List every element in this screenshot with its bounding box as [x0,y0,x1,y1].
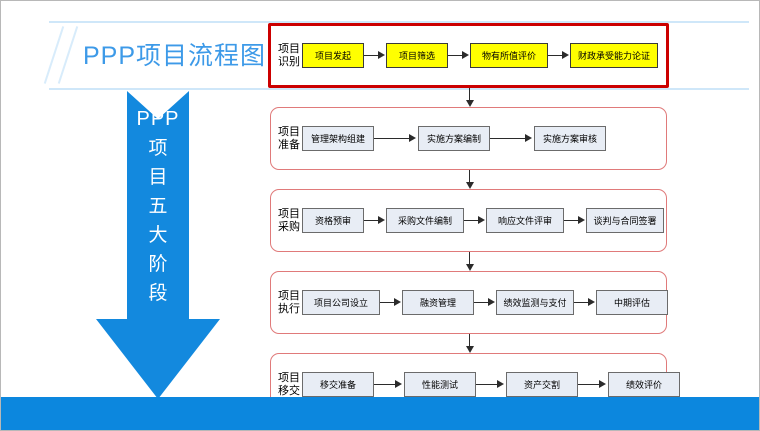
stage-label: 项目执行 [278,289,300,315]
stage-steps: 项目公司设立 融资管理 绩效监测与支付 中期评估 [302,290,674,315]
step-box[interactable]: 实施方案审核 [534,126,606,151]
stage-row-project-identification[interactable]: 项目识别 项目发起 项目筛选 物有所值评价 财政承受能力论证 [268,23,669,88]
step-box[interactable]: 项目筛选 [386,43,448,68]
step-box[interactable]: 响应文件评审 [486,208,564,233]
step-box[interactable]: 管理架构组建 [302,126,374,151]
step-arrow-icon [564,216,586,226]
step-arrow-icon [578,380,608,390]
step-box[interactable]: 中期评估 [596,290,668,315]
stage-connector-arrow-icon [465,170,475,189]
step-arrow-icon [574,298,596,308]
step-box[interactable]: 绩效评价 [608,372,680,397]
footer-band [1,397,759,430]
step-arrow-icon [364,216,386,226]
stage-label: 项目识别 [278,42,300,68]
stage-row-project-execution[interactable]: 项目执行 项目公司设立 融资管理 绩效监测与支付 中期评估 [270,271,668,334]
header-rule-bottom [49,88,749,90]
step-arrow-icon [374,134,418,144]
step-arrow-icon [380,298,402,308]
stage-connector-arrow-icon [465,252,475,271]
step-box[interactable]: 融资管理 [402,290,474,315]
step-arrow-icon [474,298,496,308]
step-box[interactable]: 资格预审 [302,208,364,233]
page-title: PPP项目流程图 [83,42,267,70]
step-arrow-icon [364,51,386,61]
step-box[interactable]: 实施方案编制 [418,126,490,151]
step-box[interactable]: 绩效监测与支付 [496,290,574,315]
step-arrow-icon [476,380,506,390]
stage-steps: 管理架构组建 实施方案编制 实施方案审核 [302,126,666,151]
stage-row-project-preparation[interactable]: 项目准备 管理架构组建 实施方案编制 实施方案审核 [270,107,667,170]
step-box[interactable]: 资产交割 [506,372,578,397]
header-rule-top [49,21,749,23]
step-arrow-icon [548,51,570,61]
step-box[interactable]: 财政承受能力论证 [570,43,658,68]
step-arrow-icon [464,216,486,226]
stage-steps: 项目发起 项目筛选 物有所值评价 财政承受能力论证 [302,43,666,68]
five-stages-arrow-icon [96,91,220,399]
stage-connector-arrow-icon [465,334,475,353]
step-box[interactable]: 采购文件编制 [386,208,464,233]
step-box[interactable]: 物有所值评价 [470,43,548,68]
stage-label: 项目移交 [278,371,300,397]
stage-steps: 移交准备 性能测试 资产交割 绩效评价 [302,372,686,397]
step-box[interactable]: 项目公司设立 [302,290,380,315]
step-arrow-icon [374,380,404,390]
step-box[interactable]: 移交准备 [302,372,374,397]
stage-connector-arrow-icon [465,88,475,107]
step-box[interactable]: 项目发起 [302,43,364,68]
stage-label: 项目准备 [278,125,300,151]
stage-steps: 资格预审 采购文件编制 响应文件评审 谈判与合同签署 [302,208,670,233]
stage-row-project-procurement[interactable]: 项目采购 资格预审 采购文件编制 响应文件评审 谈判与合同签署 [270,189,667,252]
step-box[interactable]: 谈判与合同签署 [586,208,664,233]
step-arrow-icon [448,51,470,61]
step-arrow-icon [490,134,534,144]
stage-label: 项目采购 [278,207,300,233]
step-box[interactable]: 性能测试 [404,372,476,397]
